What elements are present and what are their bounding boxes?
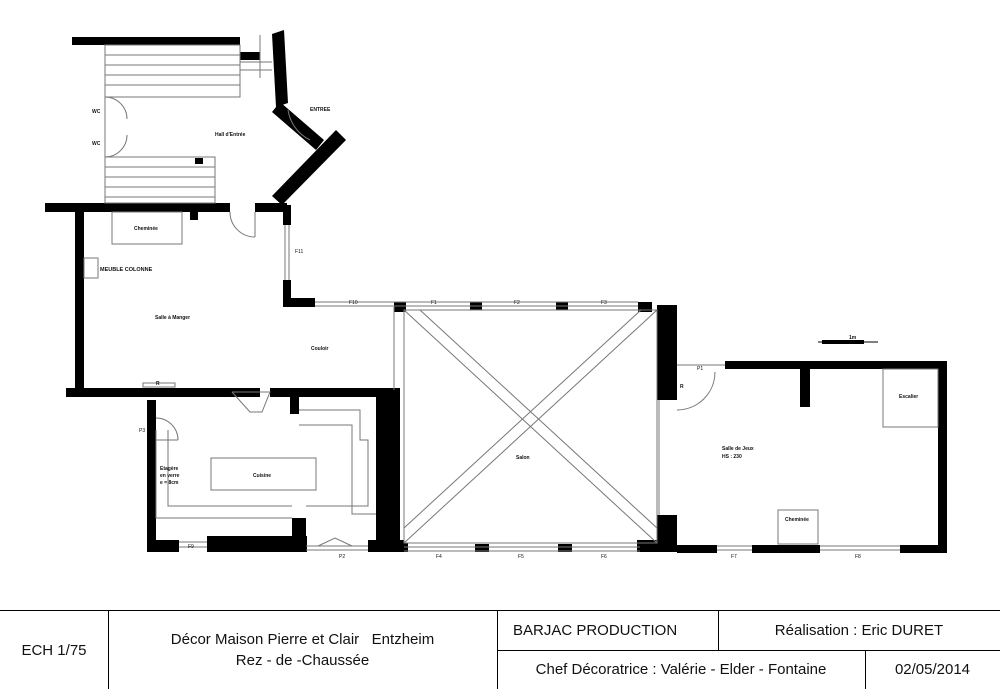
label-f6: F6 <box>601 554 607 560</box>
label-cheminee-jeux: Cheminée <box>785 517 809 523</box>
room-labels: WC WC Hall d'Entrée ENTREE Cheminée MEUB… <box>92 107 918 523</box>
project-level: Rez - de -Chaussée <box>235 652 370 669</box>
label-escalier: Escalier <box>899 394 918 400</box>
label-p1: P1 <box>697 366 703 372</box>
label-hs: HS : 230 <box>722 454 742 460</box>
label-f5: F5 <box>518 554 524 560</box>
label-wc-2: WC <box>92 141 101 147</box>
chef-cell: Chef Décoratrice : Valérie - Elder - Fon… <box>497 650 865 689</box>
label-salon: Salon <box>516 455 530 461</box>
label-salle-de-jeux: Salle de Jeux <box>722 446 754 452</box>
realisation-cell: Réalisation : Eric DURET <box>718 611 1000 650</box>
title-block: ECH 1/75 Décor Maison Pierre et Clair En… <box>0 610 1000 689</box>
floor-plan: WC WC Hall d'Entrée ENTREE Cheminée MEUB… <box>45 30 947 560</box>
label-f11: F11 <box>295 249 303 255</box>
label-f9: F9 <box>188 544 194 550</box>
label-radiator-1: R <box>156 381 160 387</box>
walls <box>45 30 947 553</box>
label-f2: F2 <box>514 300 520 306</box>
label-f10: F10 <box>349 300 358 306</box>
label-p2: P2 <box>339 554 345 560</box>
label-radiator-2: R <box>680 384 684 390</box>
date-cell: 02/05/2014 <box>865 650 1000 689</box>
project-title: Décor Maison Pierre et Clair Entzheim <box>170 631 435 648</box>
company-name: BARJAC PRODUCTION <box>513 622 678 639</box>
label-f4: F4 <box>436 554 442 560</box>
project-cell: Décor Maison Pierre et Clair Entzheim Re… <box>108 611 497 689</box>
label-scale: 1m <box>849 335 857 341</box>
label-f3: F3 <box>601 300 607 306</box>
company-cell: BARJAC PRODUCTION <box>497 611 718 650</box>
label-meuble-colonne: MEUBLE COLONNE <box>100 267 153 273</box>
label-cuisine: Cuisine <box>253 473 271 479</box>
label-f8: F8 <box>855 554 861 560</box>
label-couloir: Couloir <box>311 346 329 352</box>
label-cheminee-dining: Cheminée <box>134 226 158 232</box>
scale-bar <box>822 340 864 344</box>
label-etagere-1: Etagère <box>160 466 179 472</box>
date-text: 02/05/2014 <box>894 661 971 678</box>
thin-lines <box>83 35 939 552</box>
label-f7: F7 <box>731 554 737 560</box>
label-p3: P3 <box>139 428 145 434</box>
label-salle-a-manger: Salle à Manger <box>155 315 190 321</box>
label-wc-1: WC <box>92 109 101 115</box>
label-hall: Hall d'Entrée <box>215 132 246 138</box>
scale-cell: ECH 1/75 <box>0 611 108 689</box>
label-entree: ENTREE <box>310 107 331 113</box>
opening-labels: F1 F2 F3 F4 F5 F6 F7 F8 F9 F10 F11 P1 P2… <box>139 249 861 560</box>
label-etagere-3: e = 8cm <box>160 480 179 486</box>
scale-text: ECH 1/75 <box>21 641 87 659</box>
label-etagere-2: en verre <box>160 473 180 479</box>
realisation-text: Réalisation : Eric DURET <box>774 622 944 639</box>
chef-text: Chef Décoratrice : Valérie - Elder - Fon… <box>535 661 827 678</box>
label-f1: F1 <box>431 300 437 306</box>
